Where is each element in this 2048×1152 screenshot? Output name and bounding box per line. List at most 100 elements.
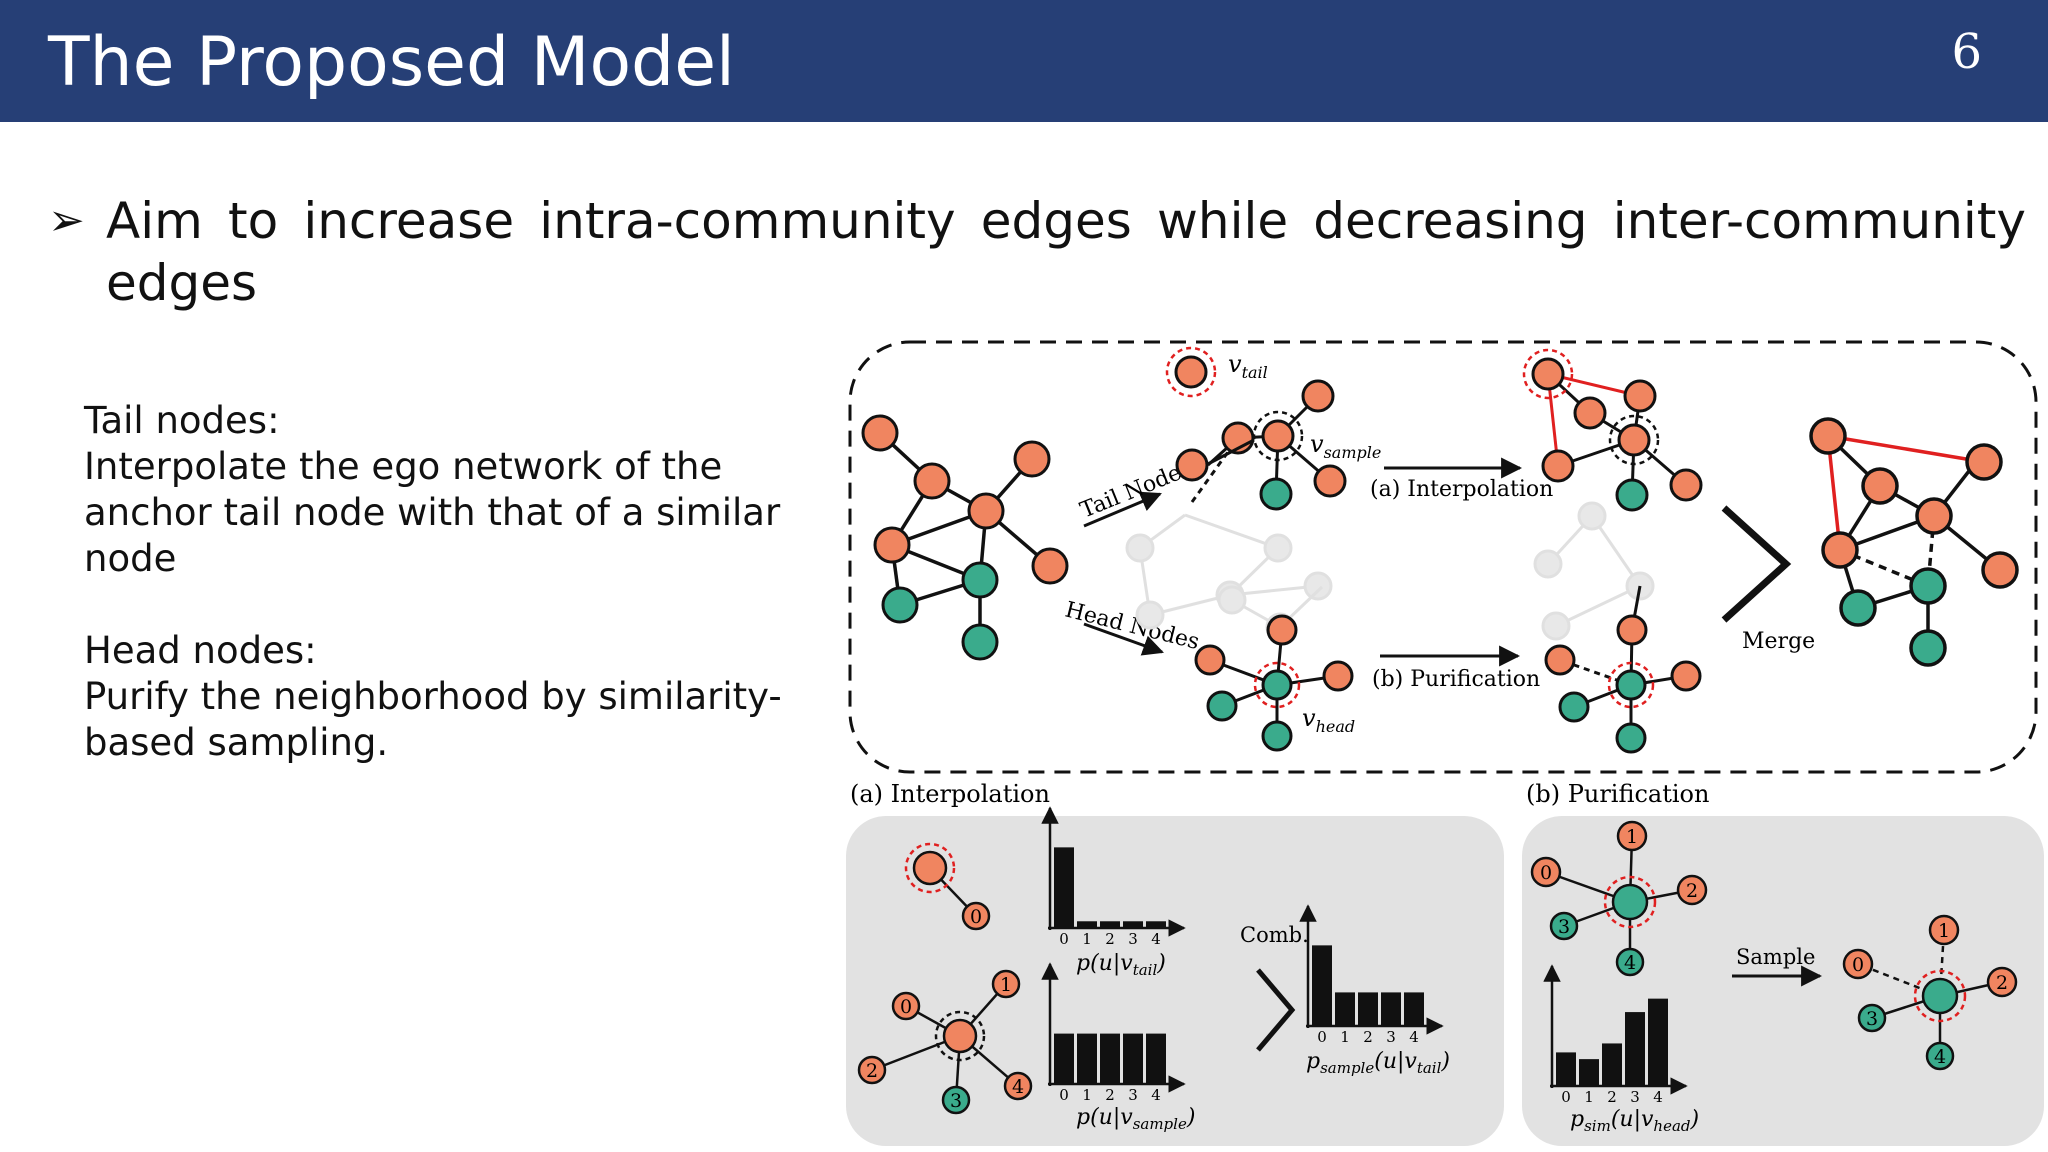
hist-p-combined-tick-0: 0 bbox=[1317, 1028, 1327, 1046]
head-node-3: 3 bbox=[1558, 916, 1570, 938]
v-head-label: vhead bbox=[1302, 704, 1355, 736]
bullet-text: Aim to increase intra-community edges wh… bbox=[106, 192, 2026, 312]
sampled-node-4: 4 bbox=[1934, 1046, 1946, 1068]
sample-node-4: 4 bbox=[1012, 1076, 1024, 1098]
hist-p-tail-tick-1: 1 bbox=[1082, 930, 1092, 948]
hist-p-sample-tick-1: 1 bbox=[1082, 1086, 1092, 1104]
p-sim-caption: psim(u|vhead) bbox=[1570, 1107, 1699, 1135]
page-number: 6 bbox=[1951, 24, 1982, 80]
head-ego-detail bbox=[1530, 820, 1708, 977]
sample-node-1: 1 bbox=[1000, 974, 1012, 996]
hist-p-sample-tick-3: 3 bbox=[1128, 1086, 1138, 1104]
hist-p-combined-tick-3: 3 bbox=[1386, 1028, 1396, 1046]
hist-p-combined-tick-1: 1 bbox=[1340, 1028, 1350, 1046]
purified-head-graph bbox=[1544, 585, 1702, 754]
section-a-caption: (a) Interpolation bbox=[850, 780, 1050, 808]
hist-p-tail-tick-0: 0 bbox=[1059, 930, 1069, 948]
original-graph-nodes bbox=[861, 414, 1069, 661]
title-bar bbox=[0, 0, 2048, 122]
pipeline-frame bbox=[848, 340, 2038, 774]
p-sample-caption: p(u|vsample) bbox=[1076, 1105, 1195, 1133]
sample-node-0: 0 bbox=[900, 996, 912, 1018]
hist-p-tail-bar-0 bbox=[1054, 847, 1074, 928]
hist-p-combined-bar-3 bbox=[1381, 992, 1401, 1026]
hist-p-combined-tick-2: 2 bbox=[1363, 1028, 1373, 1046]
purification-panel bbox=[1522, 816, 2044, 1146]
head-ego-graph bbox=[1194, 614, 1354, 752]
hist-p-combined-tick-4: 4 bbox=[1409, 1028, 1419, 1046]
hist-p-sample-bar-3 bbox=[1123, 1033, 1143, 1084]
hist-p-sim-tick-3: 3 bbox=[1630, 1088, 1640, 1106]
head-node-1: 1 bbox=[1626, 826, 1638, 848]
hist-p-sim-bar-3 bbox=[1625, 1012, 1645, 1086]
comb-chevron bbox=[1256, 968, 1296, 1052]
head-node-2: 2 bbox=[1686, 880, 1698, 902]
sample-node-2: 2 bbox=[866, 1060, 878, 1082]
sample-node-3: 3 bbox=[950, 1090, 962, 1112]
p-tail-caption: p(u|vtail) bbox=[1076, 951, 1166, 979]
tail-nodes-text: Interpolate the ego network of the ancho… bbox=[84, 445, 781, 580]
hist-p-sample-tick-0: 0 bbox=[1059, 1086, 1069, 1104]
hist-p-tail-tick-2: 2 bbox=[1105, 930, 1115, 948]
model-diagram: (a) Interpolation (b) Purification Tail … bbox=[846, 340, 2044, 1146]
hist-p-combined-bar-2 bbox=[1358, 992, 1378, 1026]
hist-p-sim-bar-4 bbox=[1648, 998, 1668, 1086]
head-nodes-text: Purify the neighborhood by similarity-ba… bbox=[84, 675, 782, 764]
interpolation-arrow-label: (a) Interpolation bbox=[1370, 477, 1553, 502]
hist-p-sim-bar-0 bbox=[1556, 1052, 1576, 1086]
v-tail-label: vtail bbox=[1228, 350, 1268, 382]
hist-p-combined-bar-1 bbox=[1335, 992, 1355, 1026]
hist-p-sample-bar-1 bbox=[1077, 1033, 1097, 1084]
ghost-graph-right bbox=[1533, 501, 1655, 641]
hist-p-tail-bar-2 bbox=[1100, 921, 1120, 928]
hist-p-sim-bar-2 bbox=[1602, 1043, 1622, 1086]
slide-title: The Proposed Model bbox=[48, 23, 735, 102]
hist-p-combined-bar-0 bbox=[1312, 945, 1332, 1026]
hist-p-sim-tick-1: 1 bbox=[1584, 1088, 1594, 1106]
merge-label: Merge bbox=[1742, 629, 1815, 654]
merged-graph bbox=[1809, 417, 2019, 667]
hist-p-sample-tick-2: 2 bbox=[1105, 1086, 1115, 1104]
head-node-4: 4 bbox=[1624, 952, 1636, 974]
sample-label: Sample bbox=[1736, 945, 1815, 969]
sampled-node-1: 1 bbox=[1938, 920, 1950, 942]
p-combined-caption: psample(u|vtail) bbox=[1306, 1049, 1450, 1077]
notes-block: Tail nodes: Interpolate the ego network … bbox=[84, 398, 784, 766]
hist-p-tail-bar-3 bbox=[1123, 921, 1143, 928]
tail-ego-graph bbox=[1165, 346, 1347, 511]
hist-p-sim-tick-4: 4 bbox=[1653, 1088, 1663, 1106]
head-node-0: 0 bbox=[1540, 862, 1552, 884]
interpolated-tail-graph bbox=[1522, 348, 1703, 512]
hist-p-sample-tick-4: 4 bbox=[1151, 1086, 1161, 1104]
purification-arrow-label: (b) Purification bbox=[1372, 667, 1540, 692]
hist-p-tail-tick-3: 3 bbox=[1128, 930, 1138, 948]
hist-p-sim-tick-2: 2 bbox=[1607, 1088, 1617, 1106]
hist-p-sim-bar-1 bbox=[1579, 1059, 1599, 1086]
head-nodes-heading: Head nodes: bbox=[84, 629, 317, 672]
hist-p-tail-tick-4: 4 bbox=[1151, 930, 1161, 948]
tail-nodes-heading: Tail nodes: bbox=[84, 399, 280, 442]
sampled-head-graph bbox=[1842, 914, 2018, 1071]
sample-ego-graph bbox=[857, 969, 1033, 1115]
hist-p-sample-bar-4 bbox=[1146, 1033, 1166, 1084]
head-nodes-arrow bbox=[1083, 622, 1164, 656]
hist-p-sim-tick-0: 0 bbox=[1561, 1088, 1571, 1106]
merge-chevron bbox=[1721, 505, 1792, 623]
tail-pair-node-0: 0 bbox=[970, 906, 982, 928]
sampled-node-3: 3 bbox=[1866, 1008, 1878, 1030]
interpolation-panel bbox=[846, 816, 1504, 1146]
bullet-arrow-icon: ➢ bbox=[48, 195, 85, 246]
hist-p-tail-bar-1 bbox=[1077, 921, 1097, 928]
v-sample-label: vsample bbox=[1310, 430, 1381, 462]
sampled-node-0: 0 bbox=[1852, 954, 1864, 976]
tail-nodes-arrow bbox=[1083, 491, 1162, 528]
hist-p-tail-bar-4 bbox=[1146, 921, 1166, 928]
hist-p-combined-bar-4 bbox=[1404, 992, 1424, 1026]
hist-p-sample-bar-2 bbox=[1100, 1033, 1120, 1084]
section-b-caption: (b) Purification bbox=[1526, 780, 1709, 808]
comb-label: Comb. bbox=[1240, 923, 1309, 947]
